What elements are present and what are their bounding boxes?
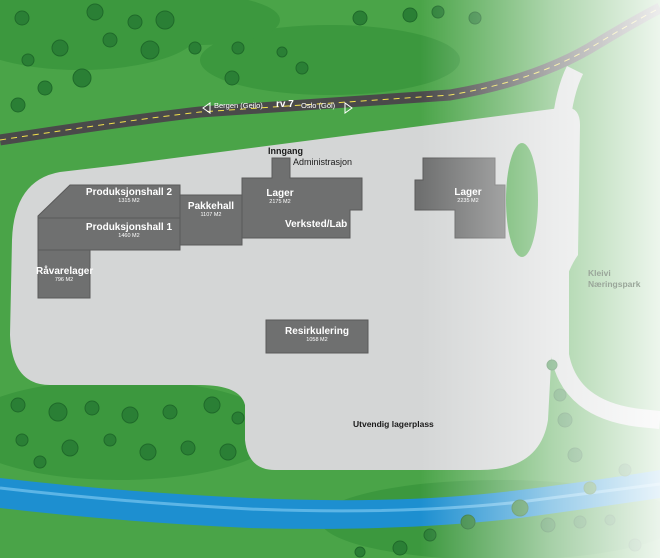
building-raw-material-storage <box>37 249 91 299</box>
storage-center-label: Lager 2175 M2 <box>250 188 310 206</box>
road-centerline <box>0 7 660 141</box>
road-label-bergen: Bergen (Geilo) <box>214 101 263 110</box>
business-park-line1: Kleivi <box>588 268 611 278</box>
packing-hall-label: Pakkehall 1107 M2 <box>180 201 242 219</box>
raw-material-storage-label: Råvarelager 796 M2 <box>36 266 94 284</box>
recycling-label: Resirkulering 1058 M2 <box>266 326 368 344</box>
raw-material-storage-area: 796 M2 <box>54 277 74 283</box>
building-recycling <box>265 319 369 354</box>
production-hall-2-area: 1315 M2 <box>118 198 140 204</box>
business-park-label: Kleivi Næringspark <box>588 268 640 290</box>
production-hall-1-name: Produksjonshall 1 <box>85 222 173 233</box>
production-hall-2-label: Produksjonshall 2 1315 M2 <box>78 187 180 205</box>
road-label-oslo: Oslo (Gol) <box>301 101 336 110</box>
recycling-area: 1058 M2 <box>306 337 328 343</box>
outdoor-storage-label: Utvendig lagerplass <box>353 419 434 429</box>
production-hall-1-label: Produksjonshall 1 1460 M2 <box>78 222 180 240</box>
entrance-label: Inngang <box>268 146 303 156</box>
administration-label: Administrasjon <box>293 157 353 167</box>
building-production-hall-1 <box>37 217 181 251</box>
storage-east-name: Lager <box>454 187 482 198</box>
storage-center-area: 2175 M2 <box>269 199 291 205</box>
production-hall-2-name: Produksjonshall 2 <box>85 187 173 198</box>
recycling-name: Resirkulering <box>285 326 349 337</box>
workshop-label: Verksted/Lab <box>285 219 348 230</box>
arrow-left-icon <box>202 102 211 114</box>
fade-overlay <box>420 0 660 558</box>
building-storage-center <box>241 157 363 239</box>
building-packing-hall <box>179 194 243 246</box>
business-park-line2: Næringspark <box>588 279 641 289</box>
storage-east-label: Lager 2235 M2 <box>430 187 506 205</box>
packing-hall-area: 1107 M2 <box>200 212 222 218</box>
arrow-right-icon <box>344 102 353 114</box>
storage-east-area: 2235 M2 <box>457 198 479 204</box>
road-label-route: rv 7 <box>276 99 294 110</box>
production-hall-1-area: 1460 M2 <box>118 233 140 239</box>
raw-material-storage-name: Råvarelager <box>36 266 94 277</box>
storage-center-name: Lager <box>266 188 294 199</box>
packing-hall-name: Pakkehall <box>187 201 235 212</box>
